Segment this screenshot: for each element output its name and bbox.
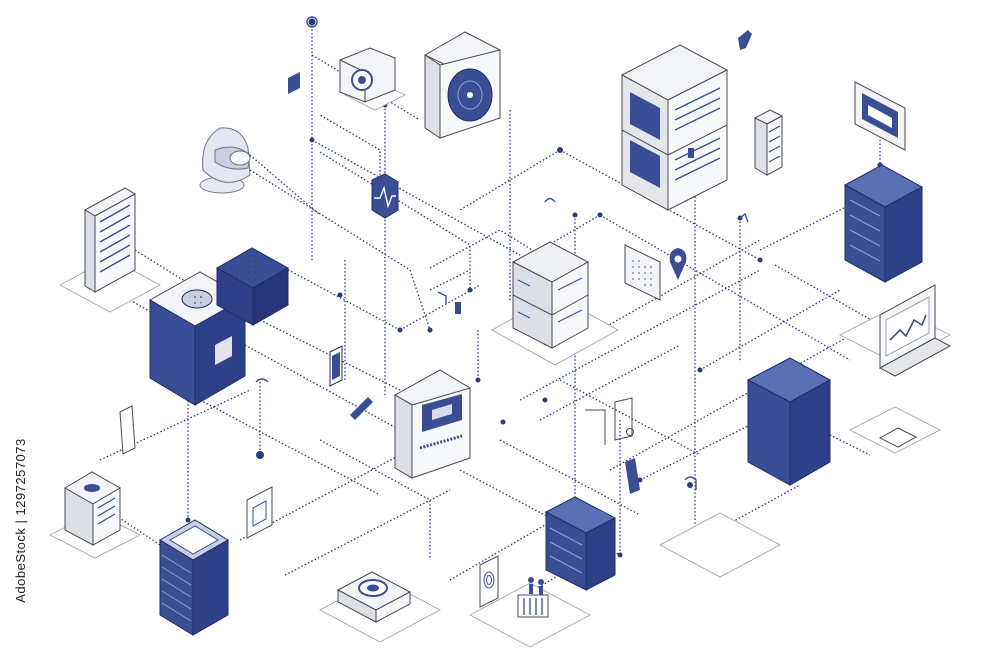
- stock-id-text: AdobeStock | 1297257073: [12, 437, 28, 603]
- phone-device-icon: [329, 345, 343, 387]
- pen-tool-icon: [738, 30, 752, 50]
- people-figures-icon: [517, 577, 549, 618]
- navy-server-cabinet-right-icon: [843, 164, 924, 283]
- data-center-building-icon: [620, 44, 729, 211]
- navy-storage-stack-icon: [159, 519, 229, 636]
- cooling-fan-unit-icon: [336, 571, 412, 623]
- small-server-tower-icon: [753, 109, 784, 176]
- fingerprint-panel-icon: [479, 555, 499, 608]
- lab-equipment-icon: [585, 397, 634, 445]
- framed-panel-icon: [246, 486, 273, 539]
- sketch-panel-icon: [624, 244, 661, 301]
- central-server-display-icon: [393, 369, 472, 479]
- monitor-panel-icon: [854, 81, 906, 151]
- pen-stylus-icon: [350, 397, 373, 420]
- laptop-chart-icon: [878, 284, 952, 377]
- map-pin-icon: [669, 248, 687, 280]
- heartbeat-chip-icon: [371, 173, 399, 219]
- hand-pointer-icon: [625, 458, 640, 494]
- camera-device-icon: [339, 47, 396, 103]
- robot-head-icon: [199, 127, 251, 194]
- storage-box-icon: [64, 471, 121, 546]
- stacked-server-center-icon: [511, 241, 590, 349]
- disc-drive-cube-icon: [423, 31, 502, 139]
- small-flag-marks: [455, 148, 694, 314]
- card-reader-pad-icon: [878, 427, 918, 448]
- small-tag-icon: [288, 72, 300, 94]
- navy-server-cabinet-lowright-icon: [746, 357, 832, 486]
- small-tablet-icon: [119, 405, 136, 455]
- small-node-glyphs: [255, 16, 749, 490]
- navy-flat-box-icon: [215, 247, 290, 326]
- navy-drawer-cabinet-icon: [544, 496, 617, 591]
- stock-id-watermark: AdobeStock | 1297257073: [10, 420, 30, 620]
- server-tower-topleft-icon: [83, 187, 137, 293]
